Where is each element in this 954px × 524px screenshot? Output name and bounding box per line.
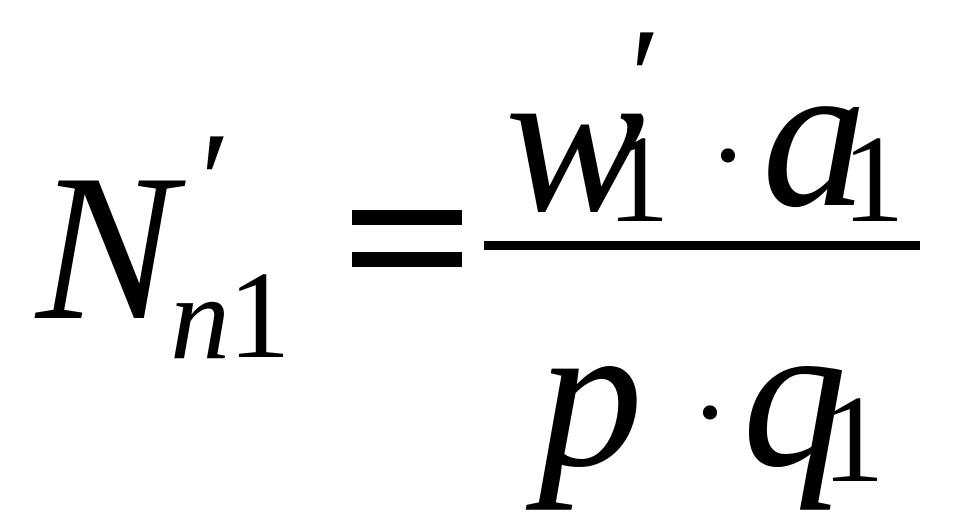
denominator-q-subscript: 1 xyxy=(822,371,885,509)
denominator-q: q xyxy=(742,279,847,511)
equals-sign-bottom-bar xyxy=(352,252,462,267)
lhs-subscript-num: 1 xyxy=(228,247,291,385)
numerator-w: w xyxy=(505,24,646,256)
lhs-prime: ′ xyxy=(200,104,231,259)
lhs-symbol-n: N xyxy=(36,132,177,364)
fraction-bar xyxy=(484,241,920,250)
denominator-dot: · xyxy=(690,345,730,478)
numerator-w-prime: ′ xyxy=(630,0,661,155)
numerator-dot: · xyxy=(708,88,748,221)
lhs-subscript-var: n xyxy=(170,251,230,384)
equals-sign-top-bar xyxy=(352,210,462,225)
numerator-a-subscript: 1 xyxy=(842,111,905,249)
numerator-w-subscript: 1 xyxy=(607,111,670,249)
numerator-a: a xyxy=(762,19,867,251)
denominator-p: p xyxy=(538,279,643,511)
